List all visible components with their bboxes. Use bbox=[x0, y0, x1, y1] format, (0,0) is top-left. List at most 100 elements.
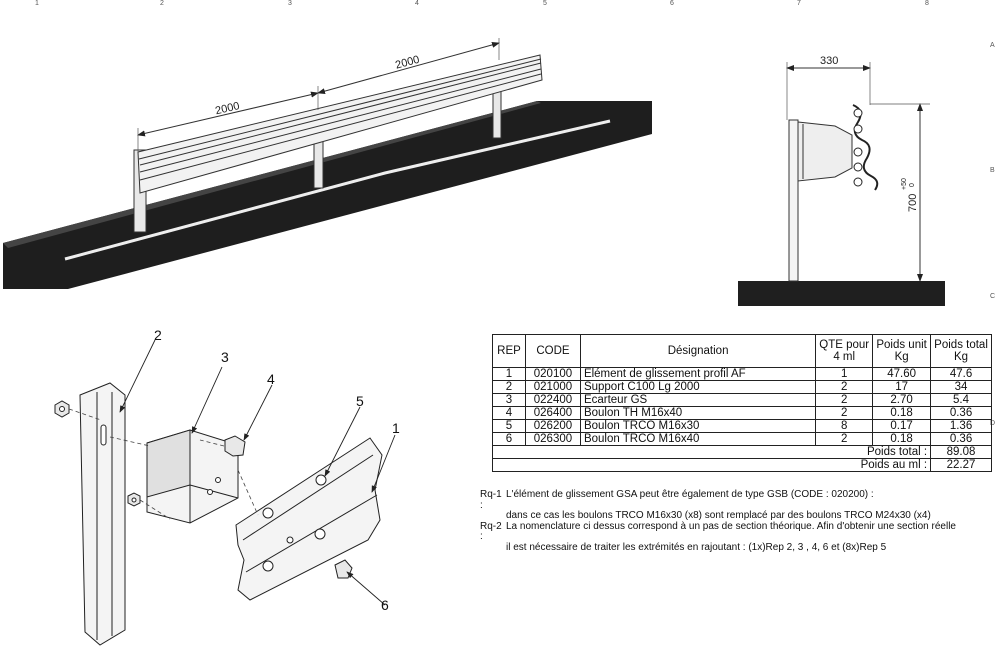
cell-qty: 8 bbox=[815, 419, 874, 433]
cell-code: 026300 bbox=[524, 432, 581, 446]
section-ground bbox=[738, 281, 945, 306]
cell-rep: 2 bbox=[492, 380, 526, 394]
grid-col-5: 5 bbox=[543, 0, 547, 7]
dimension-tolerance-zero: 0 bbox=[909, 183, 916, 187]
table-row: 4 026400 Boulon TH M16x40 2 0.18 0.36 bbox=[492, 406, 992, 420]
cell-designation: Boulon TRCO M16x40 bbox=[579, 432, 817, 446]
per-ml-row: Poids au ml : 22.27 bbox=[491, 458, 992, 472]
note-tag: Rq-1 : bbox=[480, 489, 502, 511]
cell-unit: 0.18 bbox=[872, 432, 932, 446]
table-row: 6 026300 Boulon TRCO M16x40 2 0.18 0.36 bbox=[492, 432, 992, 446]
note-2: Rq-2 : La nomenclature ci dessus corresp… bbox=[480, 520, 995, 543]
cell-designation: Ecarteur GS bbox=[579, 393, 817, 407]
note-text: L'élément de glissement GSA peut être ég… bbox=[506, 489, 874, 500]
cell-unit: 17 bbox=[872, 380, 932, 394]
section-rail-profile bbox=[852, 104, 879, 191]
cell-designation: Boulon TH M16x40 bbox=[579, 406, 817, 420]
header-total-line2: Kg bbox=[953, 351, 969, 363]
cell-unit: 47.60 bbox=[872, 367, 932, 381]
cell-code: 020100 bbox=[524, 367, 581, 381]
cell-total: 47.6 bbox=[930, 367, 992, 381]
section-spacer bbox=[797, 121, 853, 182]
cell-qty: 2 bbox=[815, 432, 874, 446]
grid-row-a: A bbox=[990, 42, 995, 49]
grid-col-3: 3 bbox=[288, 0, 292, 7]
total-value: 89.08 bbox=[930, 445, 992, 459]
bolt-4 bbox=[224, 435, 246, 457]
table-row: 3 022400 Ecarteur GS 2 2.70 5.4 bbox=[492, 393, 992, 407]
callout-2: 2 bbox=[154, 327, 162, 343]
dimension-2000-left: 2000 bbox=[214, 100, 241, 117]
cell-rep: 5 bbox=[492, 419, 526, 433]
overview-perspective: 2000 2000 bbox=[3, 38, 652, 289]
cell-unit: 2.70 bbox=[872, 393, 932, 407]
cell-rep: 4 bbox=[492, 406, 526, 420]
exploded-post bbox=[79, 382, 126, 646]
grid-row-b: B bbox=[990, 167, 995, 174]
cell-rep: 6 bbox=[492, 432, 526, 446]
header-total-line1: Poids total bbox=[934, 339, 988, 351]
grid-col-4: 4 bbox=[415, 0, 419, 7]
dimension-330: 330 bbox=[820, 55, 838, 67]
cell-unit: 0.17 bbox=[872, 419, 932, 433]
bolt-6 bbox=[334, 559, 353, 579]
total-label: Poids total : bbox=[491, 445, 932, 459]
grid-row-c: C bbox=[990, 293, 996, 300]
cell-rep: 1 bbox=[492, 367, 526, 381]
callout-6: 6 bbox=[381, 597, 389, 613]
note-1: Rq-1 : L'élément de glissement GSA peut … bbox=[480, 489, 995, 511]
lane-marking bbox=[64, 119, 611, 261]
table-row: 2 021000 Support C100 Lg 2000 2 17 34 bbox=[492, 380, 992, 394]
dimension-2000-right: 2000 bbox=[394, 54, 421, 72]
grid-row-d: D bbox=[990, 420, 996, 427]
notes: Rq-1 : L'élément de glissement GSA peut … bbox=[480, 489, 995, 553]
cell-total: 0.36 bbox=[930, 432, 992, 446]
cell-code: 021000 bbox=[524, 380, 581, 394]
dimension-tolerance: +50 bbox=[901, 178, 908, 190]
note-tag: Rq-2 : bbox=[480, 520, 502, 542]
callout-1: 1 bbox=[392, 420, 400, 436]
note-text-continued: il est nécessaire de traiter les extrémi… bbox=[506, 541, 887, 553]
table-row: 5 026200 Boulon TRCO M16x30 8 0.17 1.36 bbox=[492, 419, 992, 433]
header-unit-line2: Kg bbox=[894, 351, 909, 363]
cell-qty: 1 bbox=[815, 367, 874, 381]
per-ml-value: 22.27 bbox=[930, 458, 992, 472]
cell-designation: Elément de glissement profil AF bbox=[579, 367, 817, 381]
callout-3: 3 bbox=[221, 349, 229, 365]
grid-col-2: 2 bbox=[160, 0, 164, 7]
cell-total: 5.4 bbox=[930, 393, 992, 407]
total-row: Poids total : 89.08 bbox=[491, 445, 992, 459]
table-row: 1 020100 Elément de glissement profil AF… bbox=[492, 367, 992, 381]
dimension-700: 700 bbox=[907, 194, 919, 212]
callout-5: 5 bbox=[356, 393, 364, 409]
note-text-continued: dans ce cas les boulons TRCO M16x30 (x8)… bbox=[506, 510, 931, 521]
per-ml-label: Poids au ml : bbox=[491, 458, 932, 472]
cell-code: 022400 bbox=[524, 393, 581, 407]
header-qty-line1: QTE pour bbox=[819, 339, 870, 351]
exploded-view bbox=[54, 339, 396, 646]
header-unit-line1: Poids unit bbox=[876, 339, 927, 351]
cell-qty: 2 bbox=[815, 406, 874, 420]
cell-rep: 3 bbox=[492, 393, 526, 407]
cell-total: 34 bbox=[930, 380, 992, 394]
header-qty-line2: 4 ml bbox=[833, 351, 856, 363]
cell-designation: Boulon TRCO M16x30 bbox=[579, 419, 817, 433]
cell-total: 0.36 bbox=[930, 406, 992, 420]
grid-col-8: 8 bbox=[925, 0, 929, 7]
cell-total: 1.36 bbox=[930, 419, 992, 433]
grid-col-6: 6 bbox=[670, 0, 674, 7]
section-post bbox=[788, 119, 799, 282]
note-text: La nomenclature ci dessus correspond à u… bbox=[506, 520, 956, 532]
grid-col-7: 7 bbox=[797, 0, 801, 7]
callout-4: 4 bbox=[267, 371, 275, 387]
cell-code: 026200 bbox=[524, 419, 581, 433]
section-view: 330 700 +50 0 bbox=[738, 55, 945, 306]
cell-designation: Support C100 Lg 2000 bbox=[579, 380, 817, 394]
cell-qty: 2 bbox=[815, 393, 874, 407]
grid-col-1: 1 bbox=[35, 0, 39, 7]
cell-qty: 2 bbox=[815, 380, 874, 394]
cell-code: 026400 bbox=[524, 406, 581, 420]
